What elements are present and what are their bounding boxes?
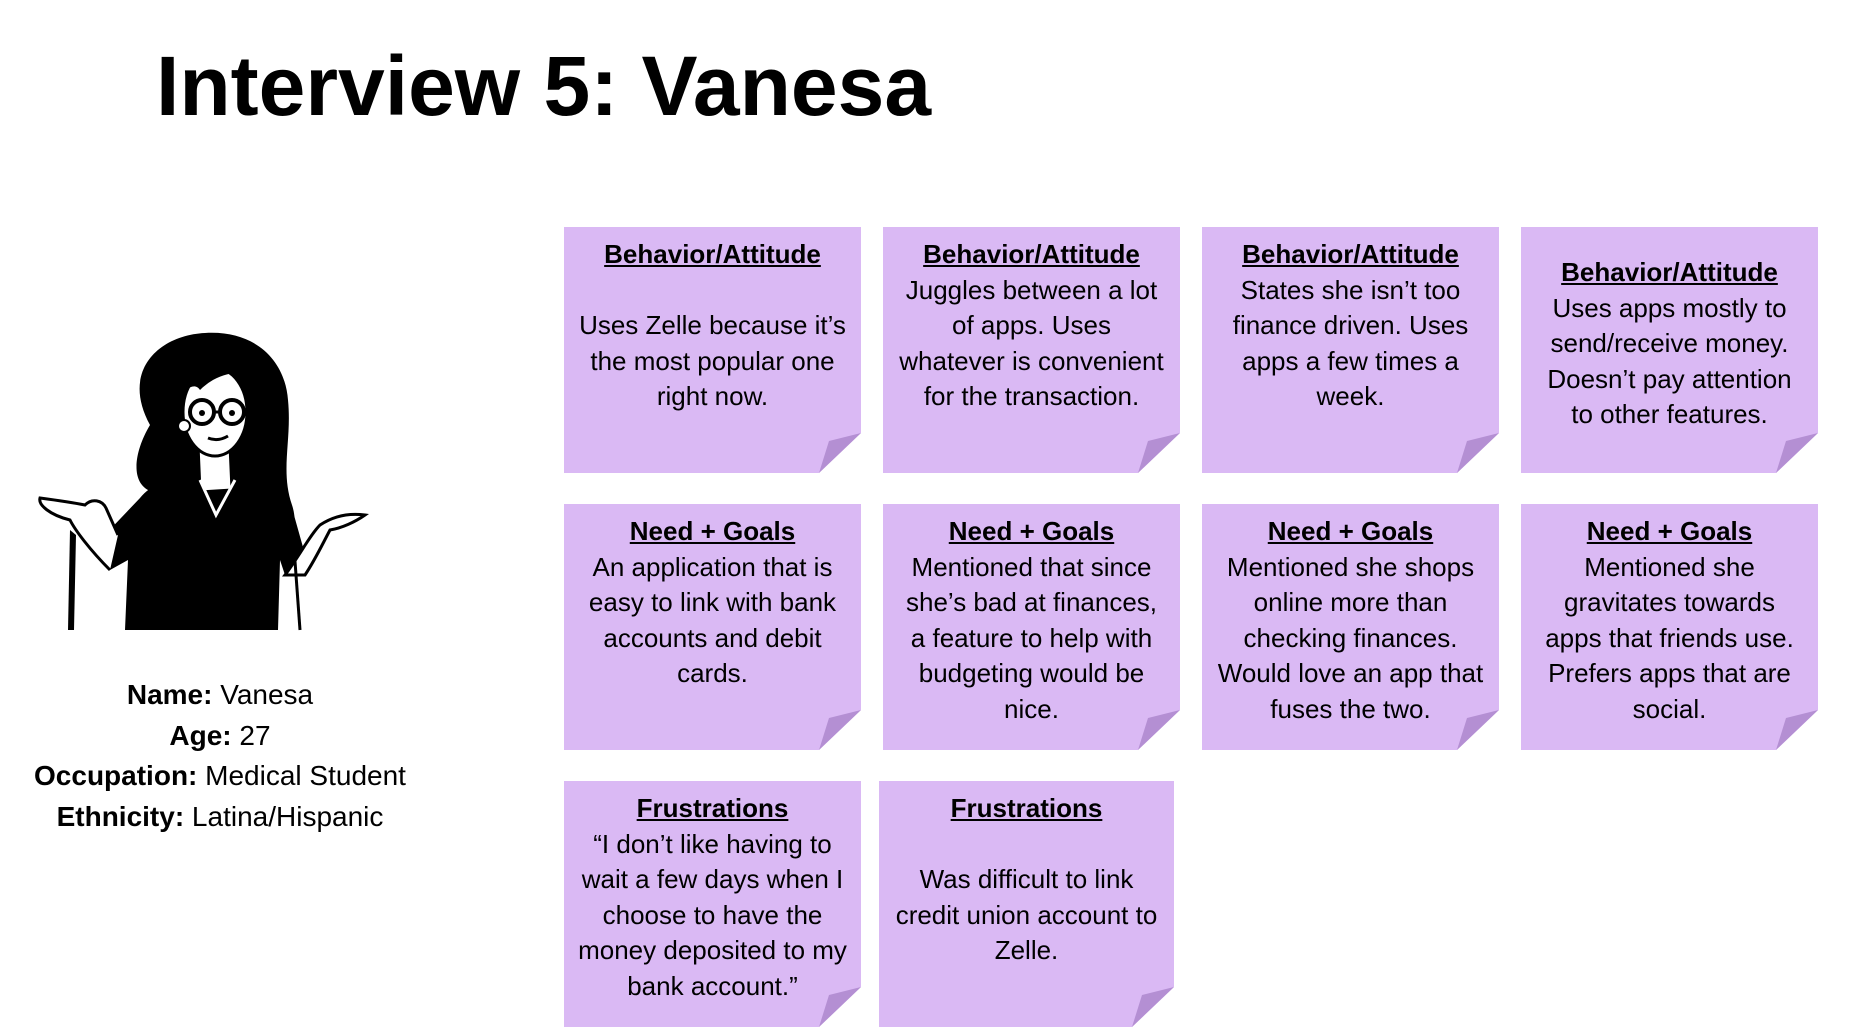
- sticky-note-frustrations: Frustrations “I don’t like having to wai…: [564, 781, 861, 1027]
- note-heading: Need + Goals: [629, 516, 796, 546]
- note-heading: Need + Goals: [1586, 516, 1753, 546]
- name-label: Name:: [126, 679, 213, 710]
- note-heading: Frustrations: [636, 793, 789, 823]
- persona-ethnicity-row: Ethnicity: Latina/Hispanic: [0, 797, 440, 838]
- occupation-label: Occupation:: [34, 760, 198, 791]
- woman-shrugging-illustration: [38, 332, 370, 631]
- note-text: Uses Zelle because it’s the most popular…: [579, 310, 846, 411]
- page-curl-icon: [1138, 433, 1180, 473]
- note-text: An application that is easy to link with…: [588, 551, 837, 689]
- ethnicity-label: Ethnicity:: [56, 800, 185, 832]
- note-text: Uses apps mostly to send/receive money. …: [1547, 292, 1792, 430]
- page-curl-icon: [819, 433, 861, 473]
- note-text: Mentioned she gravitates towards apps th…: [1545, 551, 1794, 724]
- sticky-note-behavior: Behavior/Attitude States she isn’t too f…: [1202, 227, 1499, 473]
- ethnicity-value: Latina/Hispanic: [184, 800, 384, 832]
- slide-title: Interview 5: Vanesa: [156, 39, 932, 133]
- persona-age-row: Age: 27: [0, 716, 440, 757]
- note-text: Mentioned she shops online more than che…: [1217, 551, 1484, 724]
- persona-profile: Name: Vanesa Age: 27 Occupation: Medical…: [0, 675, 440, 837]
- persona-occupation-row: Occupation: Medical Student: [0, 756, 440, 797]
- note-text: States she isn’t too finance driven. Use…: [1232, 274, 1469, 412]
- sticky-note-behavior: Behavior/Attitude Juggles between a lot …: [883, 227, 1180, 473]
- note-text: Mentioned that since she’s bad at financ…: [905, 551, 1158, 724]
- note-text: Juggles between a lot of apps. Uses what…: [899, 274, 1164, 412]
- note-text: Was difficult to link credit union accou…: [895, 864, 1158, 965]
- sticky-note-behavior: Behavior/Attitude Uses Zelle because it’…: [564, 227, 861, 473]
- sticky-note-needs: Need + Goals Mentioned she gravitates to…: [1521, 504, 1818, 750]
- sticky-note-needs: Need + Goals Mentioned that since she’s …: [883, 504, 1180, 750]
- page-curl-icon: [1457, 710, 1499, 750]
- page-curl-icon: [1457, 433, 1499, 473]
- sticky-note-behavior: Behavior/Attitude Uses apps mostly to se…: [1521, 227, 1818, 473]
- page-curl-icon: [819, 987, 861, 1027]
- persona-name-row: Name: Vanesa: [0, 675, 440, 716]
- note-heading: Need + Goals: [948, 516, 1115, 546]
- note-heading: Need + Goals: [1267, 516, 1434, 546]
- name-value: Vanesa: [212, 679, 314, 710]
- sticky-note-needs: Need + Goals Mentioned she shops online …: [1202, 504, 1499, 750]
- occupation-value: Medical Student: [197, 760, 406, 791]
- sticky-note-needs: Need + Goals An application that is easy…: [564, 504, 861, 750]
- page-curl-icon: [1776, 433, 1818, 473]
- note-heading: Frustrations: [950, 793, 1103, 823]
- sticky-note-frustrations: Frustrations Was difficult to link credi…: [879, 781, 1174, 1027]
- page-curl-icon: [1132, 987, 1174, 1027]
- note-heading: Behavior/Attitude: [923, 239, 1140, 269]
- age-value: 27: [231, 719, 271, 751]
- note-heading: Behavior/Attitude: [1242, 239, 1459, 269]
- age-label: Age:: [169, 719, 232, 751]
- note-text: “I don’t like having to wait a few days …: [578, 828, 847, 1001]
- page-curl-icon: [1138, 710, 1180, 750]
- page-curl-icon: [819, 710, 861, 750]
- note-heading: Behavior/Attitude: [604, 239, 821, 269]
- note-heading: Behavior/Attitude: [1561, 257, 1778, 287]
- page-curl-icon: [1776, 710, 1818, 750]
